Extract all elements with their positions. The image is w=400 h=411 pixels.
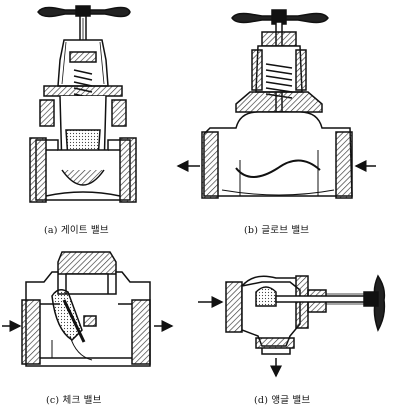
caption-gate-valve: (a) 게이트 밸브 (44, 225, 109, 236)
caption-check-valve: (c) 체크 밸브 (46, 395, 102, 406)
check-valve-drawing (2, 251, 174, 367)
gate-valve-drawing (29, 5, 137, 203)
handwheel-icon (37, 5, 131, 18)
caption-globe-valve: (b) 글로브 밸브 (244, 225, 310, 236)
spring-icon (265, 63, 293, 99)
caption-angle-valve: (d) 앵글 밸브 (254, 395, 311, 406)
handwheel-icon (363, 274, 386, 332)
angle-valve-drawing (198, 274, 386, 378)
globe-valve-drawing (176, 9, 376, 199)
